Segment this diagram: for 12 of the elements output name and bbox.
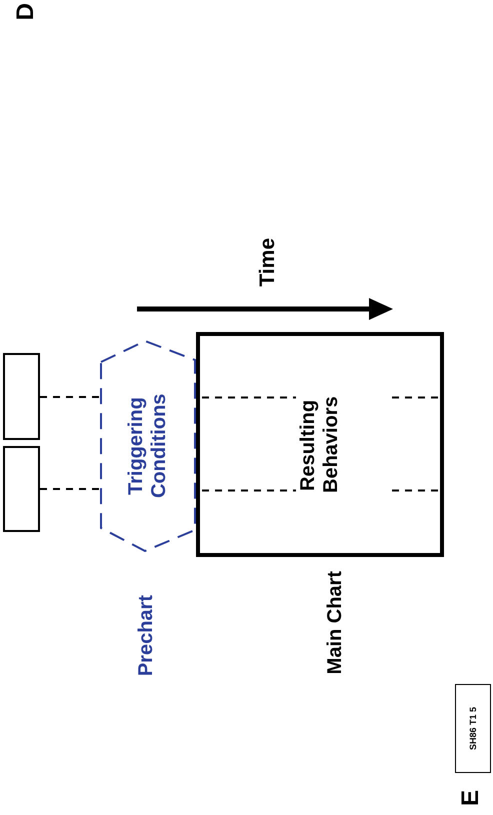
label-box	[455, 684, 491, 773]
axis-label: Time	[256, 238, 280, 287]
node-label: Triggering Conditions	[125, 392, 171, 500]
chart-caption: Prechart	[135, 595, 158, 676]
node-label: SH86 T1 5	[468, 706, 478, 750]
object-box	[3, 353, 40, 440]
lifeline	[40, 485, 100, 493]
object-box	[3, 446, 40, 532]
chart-caption: Main Chart	[324, 571, 347, 674]
node-label: Resulting Behaviors	[297, 395, 343, 495]
panel-letter: E	[457, 790, 485, 806]
panel-letter: D	[12, 3, 40, 20]
